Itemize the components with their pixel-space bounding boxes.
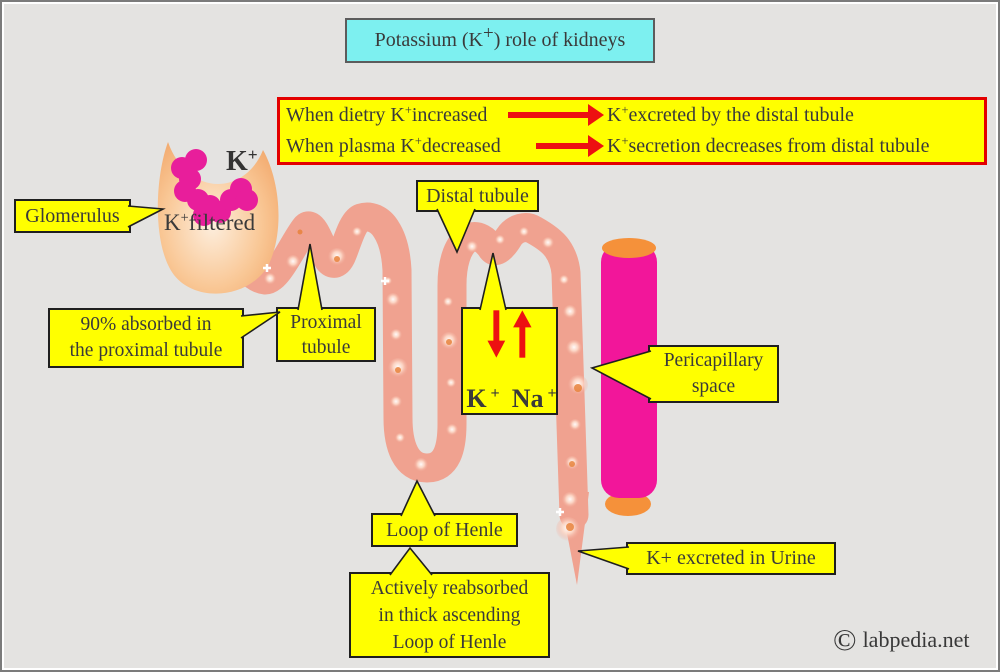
k-plus-label: K+ [226,145,258,177]
k-na-arrows [487,310,532,358]
na-label: Na+ [511,384,557,413]
label-glomerulus: Glomerulus [14,199,131,233]
k-down-arrow-shaft [493,310,500,342]
info-row-2: When plasma K+decreased K+secretion decr… [280,131,984,162]
na-up-arrow-head [513,310,532,328]
capillary-top-cap [602,238,656,258]
red-arrow [536,135,604,157]
capillary-bottom-cap [605,492,651,516]
label-proximal-tubule: Proximal tubule [276,307,376,362]
k-na-exchange-box: K+ Na+ [461,307,558,415]
info-line1-right: K+excreted by the distal tubule [607,103,854,126]
info-box: When dietry K+increased K+excreted by th… [277,97,987,165]
info-line2-left: When plasma K+decreased [286,134,501,157]
na-up-arrow-shaft [519,326,526,358]
watermark: © labpedia.net [833,624,969,655]
label-loop-of-henle: Loop of Henle [371,513,518,547]
label-pericapillary-space: Pericapillary space [648,345,779,403]
label-distal-tubule: Distal tubule [416,180,539,212]
arrowhead-icon [588,104,604,126]
watermark-site: labpedia.net [862,626,970,652]
k-na-labels: K+ Na+ [458,357,560,413]
page-title: Potassium (K+) role of kidneys [345,18,655,63]
white-sparkles [263,264,564,516]
info-line2-right: K+secretion decreases from distal tubule [607,134,930,157]
k-label: K+ [466,384,500,413]
label-k-excreted-urine: K+ excreted in Urine [626,542,836,575]
arrowhead-icon [588,135,604,157]
info-line1-left: When dietry K+increased [286,103,488,126]
k-down-arrow-head [487,340,506,358]
label-90-percent-absorbed: 90% absorbed in the proximal tubule [48,308,244,368]
orange-speckles [297,229,582,531]
copyright-icon: © [833,622,857,657]
page-title-text: Potassium (K+) role of kidneys [374,22,626,51]
k-filtered-label: K+filtered [164,210,256,235]
k-dots-cluster [171,149,258,226]
info-row-1: When dietry K+increased K+excreted by th… [280,100,984,131]
red-arrow [508,104,604,126]
label-actively-reabsorbed: Actively reabsorbed in thick ascending L… [349,572,550,658]
